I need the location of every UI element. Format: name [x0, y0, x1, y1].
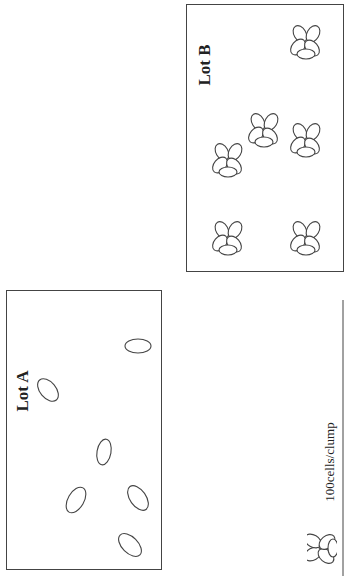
lot-label: Lot A	[13, 370, 33, 411]
single-cells	[34, 339, 153, 561]
cell-clumps	[210, 23, 323, 255]
baseline-rule	[343, 300, 344, 576]
legend-label: 100cells/clump	[322, 422, 338, 501]
clump-swatch	[307, 531, 337, 565]
lot-box: Lot B	[186, 4, 344, 272]
lot-label: Lot B	[195, 44, 215, 85]
lot-box: Lot A	[6, 290, 162, 570]
